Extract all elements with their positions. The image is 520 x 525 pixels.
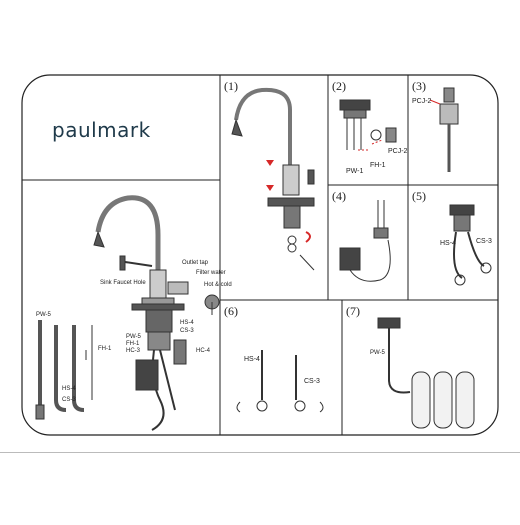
step-4-label: (4) <box>332 189 346 203</box>
panel-4-illustration <box>339 200 391 282</box>
part-fh1-main: FH-1 <box>126 341 140 347</box>
panel-5-illustration <box>449 204 492 286</box>
panel-7-illustration <box>377 317 475 429</box>
brand-logo: paulmark <box>52 118 151 142</box>
red-pointer-panel3 <box>429 99 441 105</box>
panel-1-illustration <box>231 87 315 271</box>
red-guides-panel2 <box>358 139 383 151</box>
part-pcj2-panel2: PCJ-2 <box>388 148 408 155</box>
part-hs4-kit: HS-4 <box>62 386 76 392</box>
part-fh1: FH-1 <box>370 162 386 169</box>
part-hc3-main: HC-3 <box>126 348 141 354</box>
page-footer-line <box>0 452 520 453</box>
step-2-label: (2) <box>332 79 346 93</box>
part-pcj2-panel3: PCJ-2 <box>412 98 432 105</box>
main-faucet-illustration <box>93 195 220 431</box>
tag-sink-faucet-hole: Sink Faucet Hole <box>100 280 146 286</box>
part-hc4-main: HC-4 <box>196 348 211 354</box>
panel-2-illustration <box>339 99 397 150</box>
part-pw5-kit: PW-5 <box>36 312 51 318</box>
part-pw1: PW-1 <box>346 168 364 175</box>
part-pw5-panel7: PW-5 <box>370 350 385 356</box>
tag-filter-water: Filter water <box>196 270 226 276</box>
step-5-label: (5) <box>412 189 426 203</box>
red-arrows-panel1 <box>266 160 274 191</box>
panel-6-illustration <box>236 350 324 413</box>
part-cs3-panel6: CS-3 <box>304 378 320 385</box>
rotate-arrow <box>305 231 311 243</box>
tag-hot-cold: Hot & cold <box>204 282 232 288</box>
part-cs3-main: CS-3 <box>180 328 194 334</box>
part-hs4-panel6: HS-4 <box>244 356 260 363</box>
part-hs4-main: HS-4 <box>180 320 194 326</box>
step-6-label: (6) <box>224 304 238 318</box>
part-cs3-kit: CS-3 <box>62 397 76 403</box>
step-3-label: (3) <box>412 79 426 93</box>
tag-outlet: Outlet tap <box>182 260 209 266</box>
part-hs4-panel5: HS-4 <box>440 240 456 247</box>
hose-kit <box>35 320 93 420</box>
step-7-label: (7) <box>346 304 360 318</box>
part-pw5-main: PW-5 <box>126 334 141 340</box>
outer-frame <box>21 74 499 436</box>
panel-3-illustration <box>439 87 459 172</box>
step-1-label: (1) <box>224 79 238 93</box>
part-fh1-side: FH-1 <box>98 346 112 352</box>
part-cs3-panel5: CS-3 <box>476 238 492 245</box>
